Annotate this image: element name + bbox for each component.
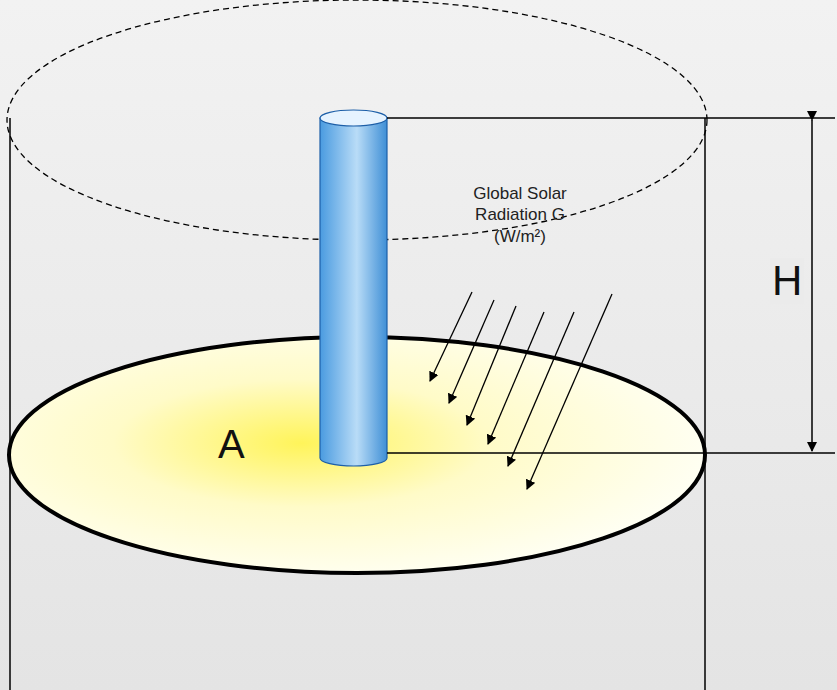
cylinder-wall <box>704 118 706 690</box>
radiation-arrows <box>430 292 612 489</box>
chimney-tube <box>320 118 387 466</box>
area-label: A <box>218 422 245 466</box>
height-label: H <box>770 258 804 304</box>
cylinder-wall <box>9 118 11 690</box>
dimension-line <box>387 117 835 119</box>
radiation-label: Global Solar Radiation G (W/m²) <box>460 183 580 247</box>
chimney-top <box>320 110 387 126</box>
dimension-arrow <box>811 120 813 451</box>
dimension-line <box>387 452 835 454</box>
